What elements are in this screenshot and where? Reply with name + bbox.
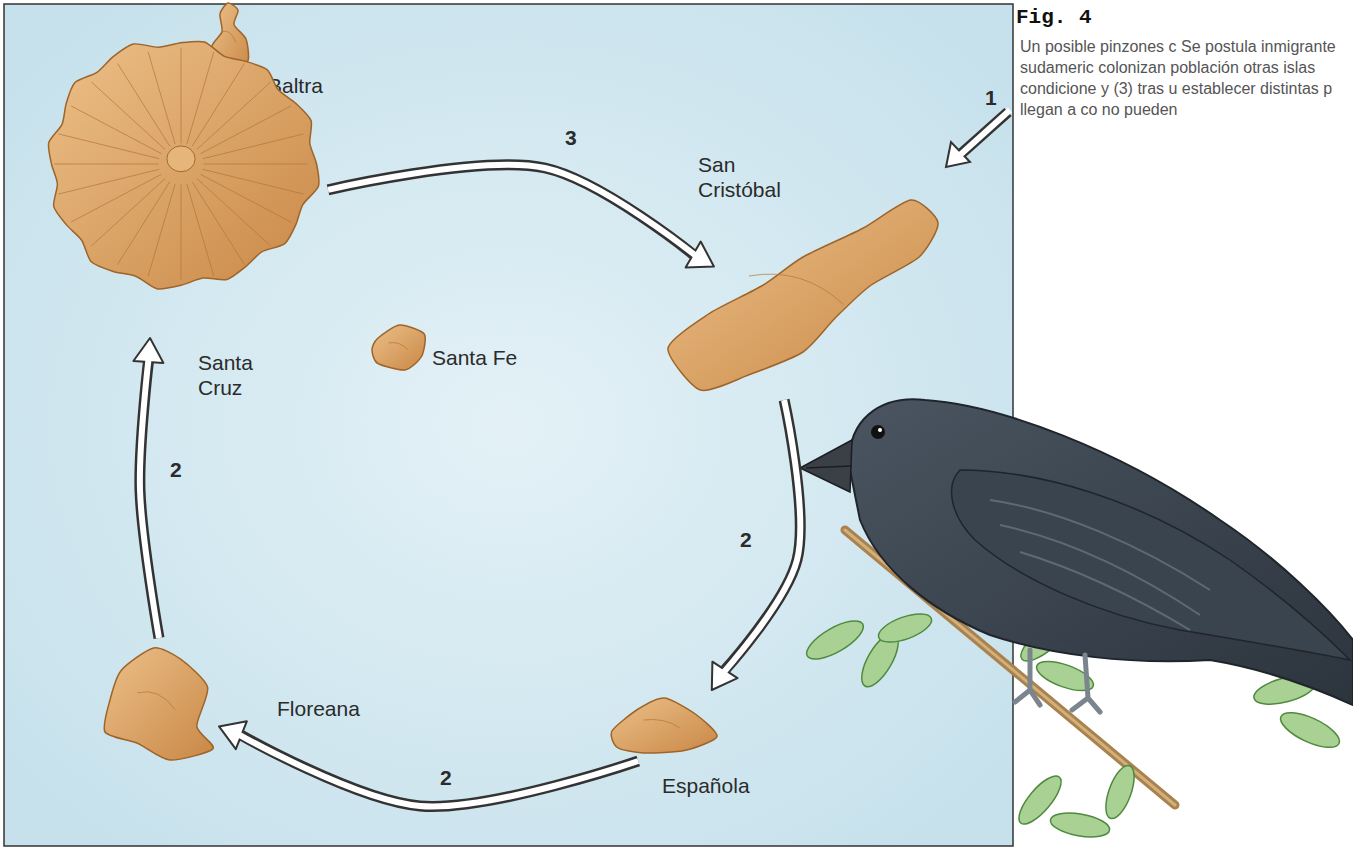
island: San Cristóbal <box>668 200 938 390</box>
edge-number: 2 <box>440 766 452 790</box>
edge-number: 2 <box>170 458 182 482</box>
island-shape <box>612 698 717 753</box>
immigration-arrow <box>946 110 1010 167</box>
island: Española <box>612 698 717 753</box>
figure-title: Fig. 4 <box>1016 6 1092 29</box>
island-name: Santa Fe <box>432 345 517 370</box>
island-shape <box>372 325 427 370</box>
edge-number: 2 <box>740 528 752 552</box>
migration-arrow <box>219 721 638 806</box>
edge-number: 3 <box>565 126 577 150</box>
migration-arrow <box>328 165 714 268</box>
figure-caption: Un posible pinzones c Se postula inmigra… <box>1020 36 1345 120</box>
island: Floreana <box>105 648 213 760</box>
island-name: Española <box>662 773 750 798</box>
island-name: Santa Cruz <box>198 350 253 400</box>
migration-arrow <box>712 400 800 690</box>
island-shape <box>40 35 322 293</box>
island-shape <box>105 648 213 760</box>
island-shape <box>668 200 938 390</box>
callout-number: 1 <box>985 86 997 110</box>
island: Santa Fe <box>372 325 427 370</box>
island-name: Floreana <box>277 696 360 721</box>
migration-arrow <box>133 338 163 638</box>
island-name: San Cristóbal <box>698 152 781 202</box>
finch-illustration <box>800 399 1353 841</box>
island: Santa Cruz <box>40 35 322 293</box>
